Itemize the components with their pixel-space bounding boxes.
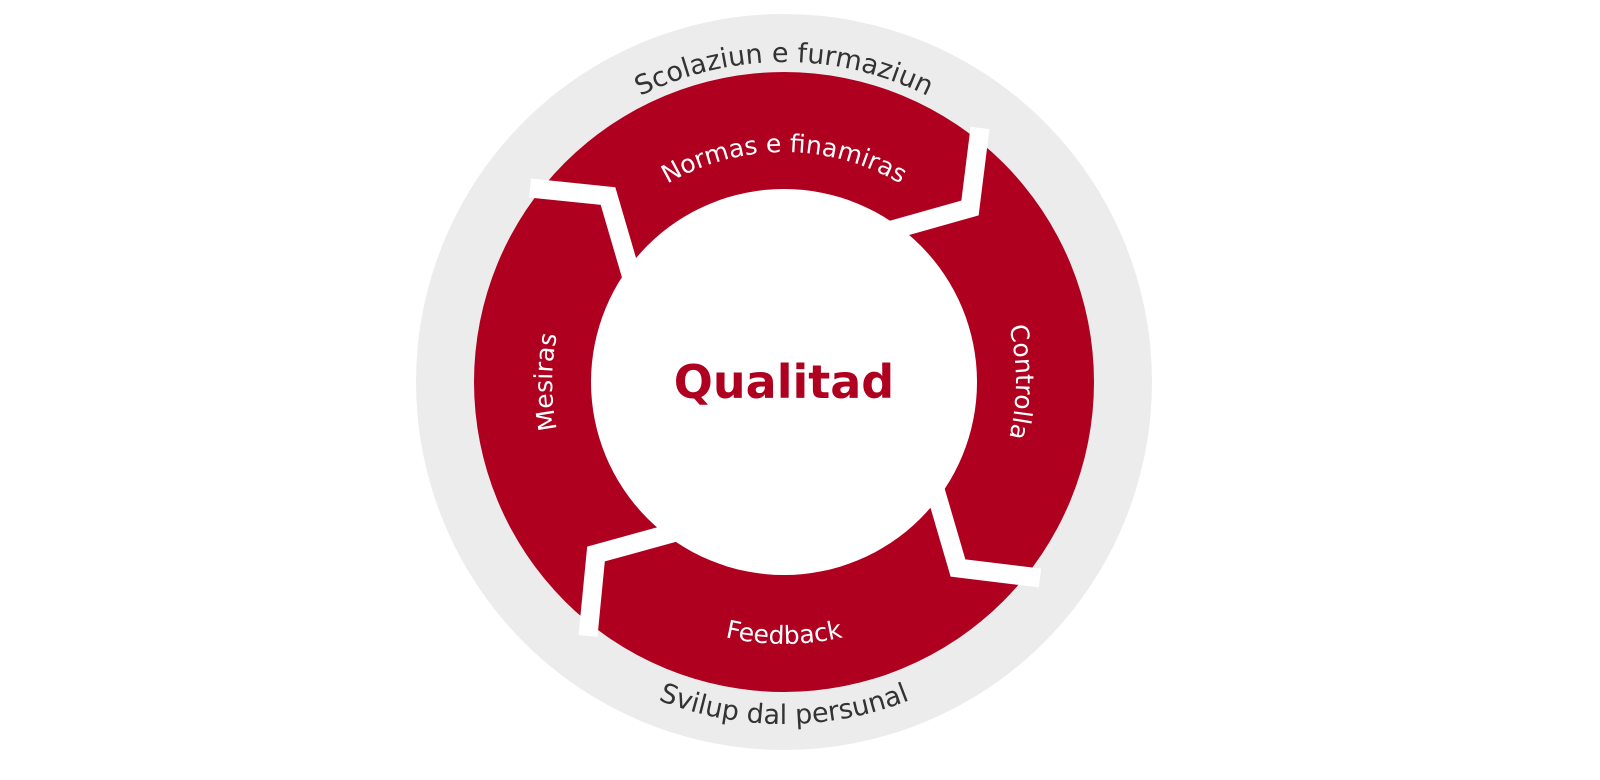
- separator-bottom-right: [924, 483, 1042, 588]
- segment-label-left: Mesiras: [529, 330, 563, 433]
- separator-bottom-left: [578, 522, 679, 637]
- center-circle: [591, 189, 977, 575]
- segment-separators: [529, 126, 1042, 637]
- separator-top-left: [529, 178, 642, 281]
- center-label: Qualitad: [674, 355, 894, 409]
- separator-top-right: [889, 126, 990, 240]
